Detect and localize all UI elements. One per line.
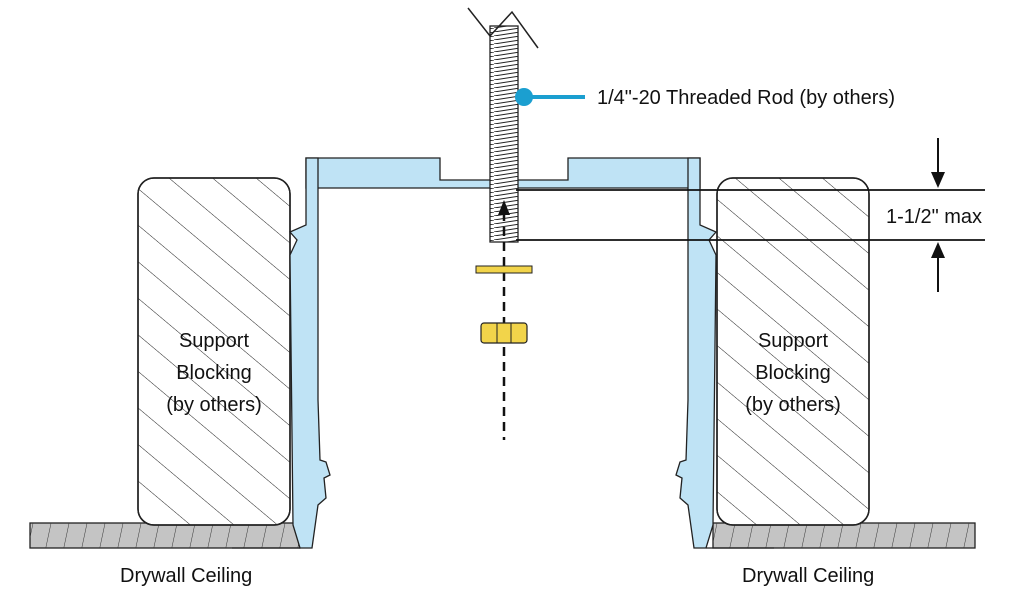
- blocking-left-line-2: Blocking: [176, 362, 252, 384]
- blocking-label-right: Support Blocking (by others): [745, 330, 841, 416]
- rod-label: 1/4"-20 Threaded Rod (by others): [597, 87, 895, 109]
- blocking-right-line-2: Blocking: [755, 362, 831, 384]
- hex-nut-icon: [480, 322, 528, 344]
- support-blocking-left: [137, 177, 291, 526]
- mounting-bracket: [232, 157, 774, 549]
- washer-icon: [475, 265, 533, 274]
- blocking-right-line-1: Support: [758, 330, 828, 352]
- dimension-label: 1-1/2" max: [886, 206, 982, 228]
- dimension-marker: [516, 138, 985, 292]
- ceiling-label-left: Drywall Ceiling: [120, 565, 252, 587]
- blocking-label-left: Support Blocking (by others): [166, 330, 262, 416]
- drywall-right: [712, 522, 976, 549]
- blocking-left-line-1: Support: [179, 330, 249, 352]
- blocking-right-line-3: (by others): [745, 394, 841, 416]
- ceiling-label-right: Drywall Ceiling: [742, 565, 874, 587]
- support-blocking-right: [716, 177, 870, 526]
- rod-callout: [515, 88, 585, 106]
- drywall-left: [29, 522, 301, 549]
- blocking-left-line-3: (by others): [166, 394, 262, 416]
